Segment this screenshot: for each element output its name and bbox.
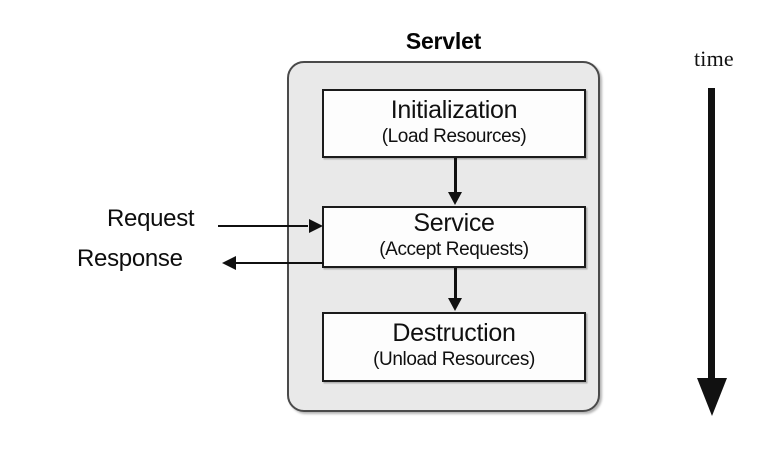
phase-box-initialization: Initialization (Load Resources) (322, 89, 586, 158)
arrow-shaft (708, 88, 715, 380)
phase-box-destruction: Destruction (Unload Resources) (322, 312, 586, 382)
arrow-shaft (218, 224, 308, 227)
phase-destruction-detail: (Unload Resources) (373, 349, 535, 370)
phase-destruction-title: Destruction (392, 319, 516, 347)
phase-initialization-detail: (Load Resources) (381, 126, 527, 147)
phase-service-detail: (Accept Requests) (379, 239, 529, 260)
arrow-shaft (454, 268, 457, 300)
arrow-shaft (454, 158, 457, 194)
arrow-initialization-to-service (448, 158, 462, 206)
phase-service-title: Service (413, 209, 495, 237)
arrow-service-to-destruction (448, 268, 462, 312)
arrow-shaft (236, 261, 324, 264)
response-label: Response (77, 245, 183, 272)
request-label: Request (107, 205, 195, 232)
arrow-request-inbound (218, 219, 323, 233)
arrow-head-right-icon (309, 219, 323, 233)
arrow-head-down-icon (448, 192, 462, 205)
arrow-head-left-icon (222, 256, 236, 270)
phase-box-service: Service (Accept Requests) (322, 206, 586, 268)
time-axis-label: time (694, 46, 734, 71)
phase-initialization-title: Initialization (390, 96, 518, 124)
arrow-response-outbound (222, 256, 324, 270)
arrow-head-down-icon (448, 298, 462, 311)
time-axis-arrow (697, 88, 727, 418)
arrow-head-down-icon (697, 378, 727, 416)
servlet-container-title: Servlet (405, 28, 482, 54)
